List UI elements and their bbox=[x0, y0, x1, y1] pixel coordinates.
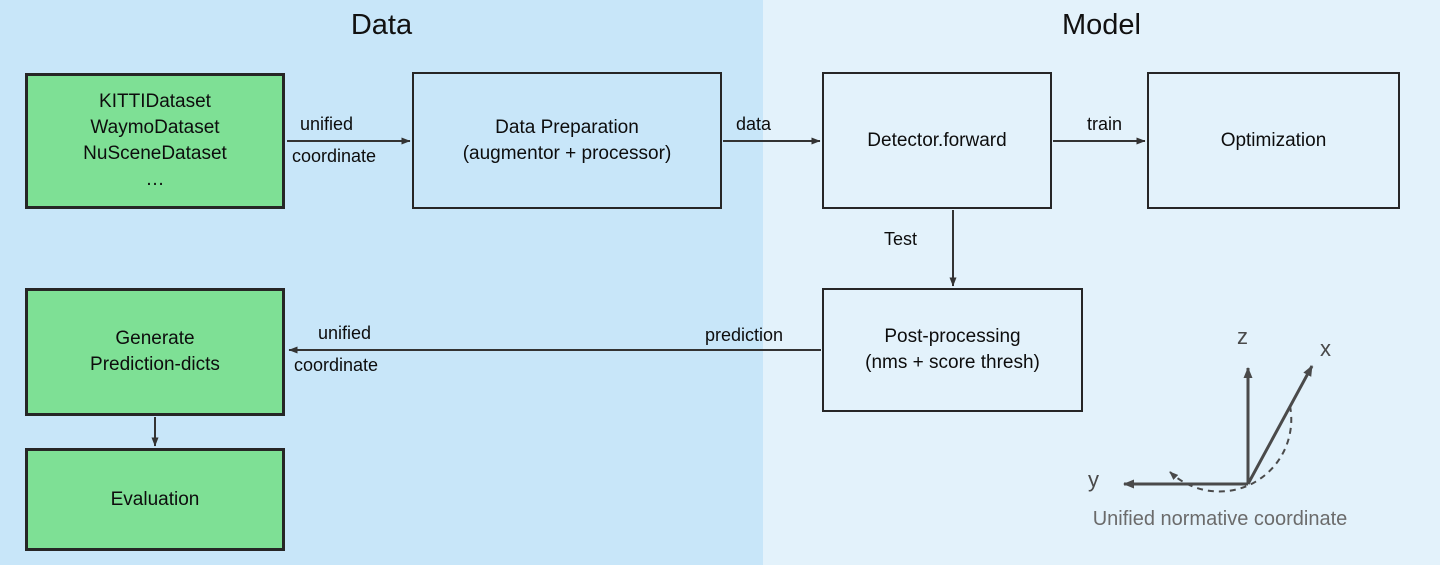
node-evaluation-label: Evaluation bbox=[110, 488, 200, 510]
node-post-processing-label: Post-processing (nms + score thresh) bbox=[865, 326, 1040, 373]
node-datasets[interactable]: KITTIDataset WaymoDataset NuSceneDataset… bbox=[25, 73, 285, 209]
node-datasets-label: KITTIDataset WaymoDataset NuSceneDataset… bbox=[83, 91, 227, 190]
node-optimization-label: Optimization bbox=[1220, 129, 1327, 151]
coord-caption: Unified normative coordinate bbox=[1092, 508, 1348, 530]
edge-label-data: data bbox=[736, 114, 772, 134]
node-generate-prediction-dicts-label: Generate Prediction-dicts bbox=[90, 328, 220, 375]
node-optimization[interactable]: Optimization bbox=[1147, 72, 1400, 209]
edge-label-coordinate-bottom: coordinate bbox=[294, 355, 379, 375]
node-post-processing[interactable]: Post-processing (nms + score thresh) bbox=[822, 288, 1083, 412]
edge-label-coordinate-top: coordinate bbox=[292, 146, 377, 166]
node-detector-forward[interactable]: Detector.forward bbox=[822, 72, 1052, 209]
node-evaluation[interactable]: Evaluation bbox=[25, 448, 285, 551]
coord-label-x: x bbox=[1320, 336, 1331, 361]
node-data-preparation-label: Data Preparation (augmentor + processor) bbox=[462, 116, 672, 164]
coord-label-y: y bbox=[1088, 467, 1099, 492]
edge-label-unified-top: unified bbox=[300, 114, 354, 134]
edge-label-train: train bbox=[1087, 114, 1123, 134]
edge-label-unified-bottom: unified bbox=[318, 323, 372, 343]
node-generate-prediction-dicts[interactable]: Generate Prediction-dicts bbox=[25, 288, 285, 416]
panel-title-model: Model bbox=[1062, 9, 1141, 41]
edge-label-prediction: prediction bbox=[705, 325, 784, 345]
panel-title-data: Data bbox=[350, 9, 413, 41]
node-data-preparation[interactable]: Data Preparation (augmentor + processor) bbox=[412, 72, 722, 209]
coord-label-z: z bbox=[1237, 324, 1248, 349]
edge-label-test: Test bbox=[884, 229, 918, 249]
node-detector-forward-label: Detector.forward bbox=[867, 129, 1007, 151]
